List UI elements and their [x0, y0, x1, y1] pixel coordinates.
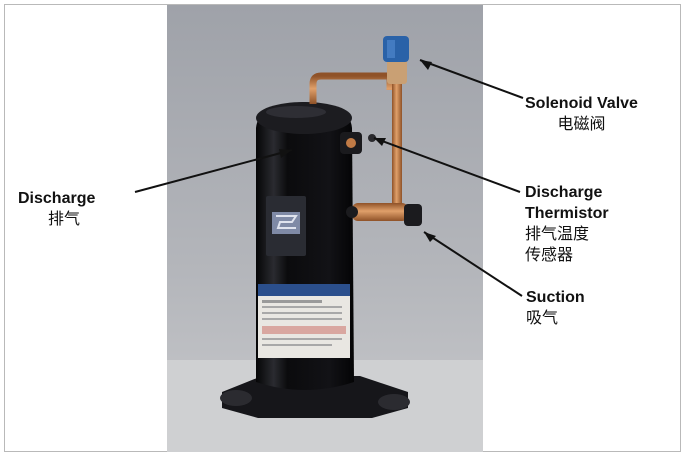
label-solenoid-valve: Solenoid Valve 电磁阀 — [525, 93, 638, 135]
leader-line-discharge — [134, 149, 293, 193]
discharge-thermistor-sensor — [368, 134, 376, 142]
label-solenoid-valve-en: Solenoid Valve — [525, 95, 638, 112]
discharge-pipe — [309, 72, 394, 104]
mounting-base — [222, 376, 408, 418]
label-discharge: Discharge 排气 — [18, 188, 95, 230]
label-suction: Suction 吸气 — [526, 287, 585, 329]
label-discharge-thermistor: Discharge Thermistor 排气温度 传感器 — [525, 182, 609, 266]
leader-lines — [134, 59, 524, 297]
label-discharge-thermistor-zh-1: 排气温度 — [525, 226, 590, 243]
mounting-foot-right — [378, 394, 410, 410]
label-discharge-zh: 排气 — [48, 211, 81, 228]
suction-pipe — [352, 203, 408, 221]
label-discharge-thermistor-zh-2: 传感器 — [525, 247, 574, 264]
solenoid-valve-body — [387, 58, 407, 84]
label-solenoid-valve-zh: 电磁阀 — [557, 116, 606, 133]
solenoid-valve-coil — [383, 36, 409, 62]
label-discharge-thermistor-en-1: Discharge — [525, 184, 603, 201]
label-suction-zh: 吸气 — [526, 310, 559, 327]
leader-line-suction — [423, 231, 523, 297]
suction-cap — [404, 204, 422, 226]
label-discharge-en: Discharge — [18, 190, 96, 207]
arrowheads — [279, 60, 436, 242]
mounting-foot-left — [220, 390, 252, 406]
leader-line-solenoid-valve — [419, 59, 524, 99]
vertical-copper-line — [392, 80, 402, 220]
leader-line-discharge-thermistor — [373, 137, 521, 193]
label-discharge-thermistor-en-2: Thermistor — [525, 205, 609, 222]
label-suction-en: Suction — [526, 289, 585, 306]
